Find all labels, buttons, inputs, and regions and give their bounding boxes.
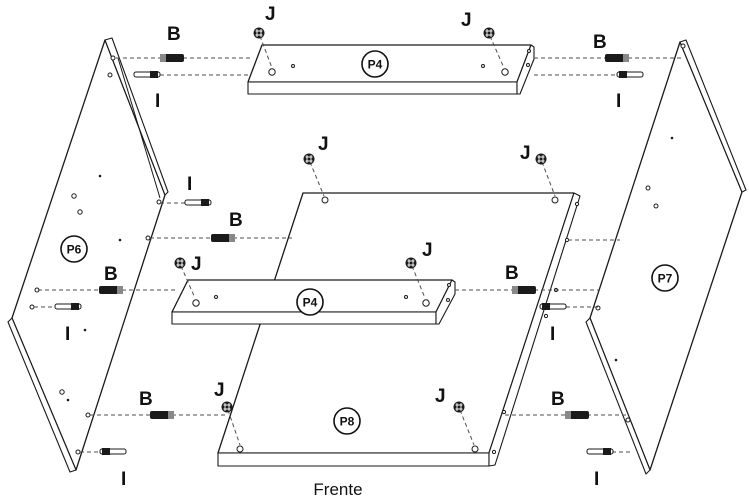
assembly-guide-lines	[34, 35, 682, 453]
cam-bolt-icon	[586, 448, 614, 455]
dowel-label: B	[104, 264, 118, 285]
part-label-left-side: P6	[60, 235, 88, 263]
part-label-right-side: P7	[651, 264, 679, 292]
cam-lock-label: J	[435, 386, 446, 407]
dowel-icon	[565, 411, 589, 419]
cam-bolt-label: I	[155, 91, 160, 112]
dowels	[99, 54, 629, 419]
dowel-icon	[211, 234, 235, 242]
cam-bolt-label: I	[187, 174, 192, 195]
part-label-rail-top: P4	[361, 50, 389, 78]
cam-lock-label: J	[191, 254, 202, 275]
dowel-icon	[150, 411, 174, 419]
dowel-label: B	[593, 32, 607, 53]
cam-lock-label: J	[461, 10, 472, 31]
cam-lock-icon	[303, 153, 315, 165]
cam-bolt-label: I	[616, 91, 621, 112]
left-side-panel	[7, 37, 169, 473]
cam-lock-icon	[174, 257, 186, 269]
cam-lock-label: J	[520, 143, 531, 164]
cam-locks	[174, 27, 547, 413]
dowel-label: B	[167, 24, 181, 45]
svg-text:P4: P4	[368, 58, 383, 72]
cam-bolts	[54, 71, 644, 455]
cam-lock-label: J	[318, 134, 329, 155]
cam-lock-label: J	[265, 4, 276, 25]
front-caption: Frente	[313, 480, 362, 499]
svg-text:P4: P4	[303, 296, 318, 310]
dowel-icon	[160, 54, 184, 62]
dowel-icon	[512, 286, 536, 294]
cam-lock-icon	[535, 153, 547, 165]
svg-text:P6: P6	[67, 243, 82, 257]
dowel-icon	[605, 54, 629, 62]
cam-lock-icon	[253, 27, 265, 39]
cam-bolt-label: I	[550, 324, 555, 345]
cam-bolt-icon	[616, 71, 644, 78]
dowel-icon	[99, 286, 123, 294]
svg-text:P7: P7	[658, 272, 673, 286]
cam-lock-label: J	[422, 240, 433, 261]
cam-bolt-label: I	[594, 469, 599, 490]
dowel-label: B	[505, 263, 519, 284]
cam-lock-icon	[221, 401, 233, 413]
svg-text:P8: P8	[340, 415, 355, 429]
part-label-bottom: P8	[333, 407, 361, 435]
cam-bolt-icon	[184, 199, 212, 206]
right-side-panel	[585, 39, 747, 475]
cam-bolt-label: I	[121, 469, 126, 490]
cam-bolt-label: I	[65, 324, 70, 345]
cam-lock-label: J	[214, 380, 225, 401]
top-rail	[247, 44, 535, 95]
cam-lock-icon	[483, 27, 495, 39]
cam-lock-icon	[405, 257, 417, 269]
part-label-rail-middle: P4	[296, 288, 324, 316]
dowel-label: B	[551, 389, 565, 410]
cam-bolt-icon	[133, 71, 161, 78]
dowel-label: B	[139, 389, 153, 410]
dowel-label: B	[229, 210, 243, 231]
cam-lock-icon	[453, 401, 465, 413]
cam-bolt-icon	[54, 303, 82, 310]
bottom-panel	[217, 192, 581, 467]
cam-bolt-icon	[99, 448, 127, 455]
cam-bolt-icon	[539, 303, 567, 310]
